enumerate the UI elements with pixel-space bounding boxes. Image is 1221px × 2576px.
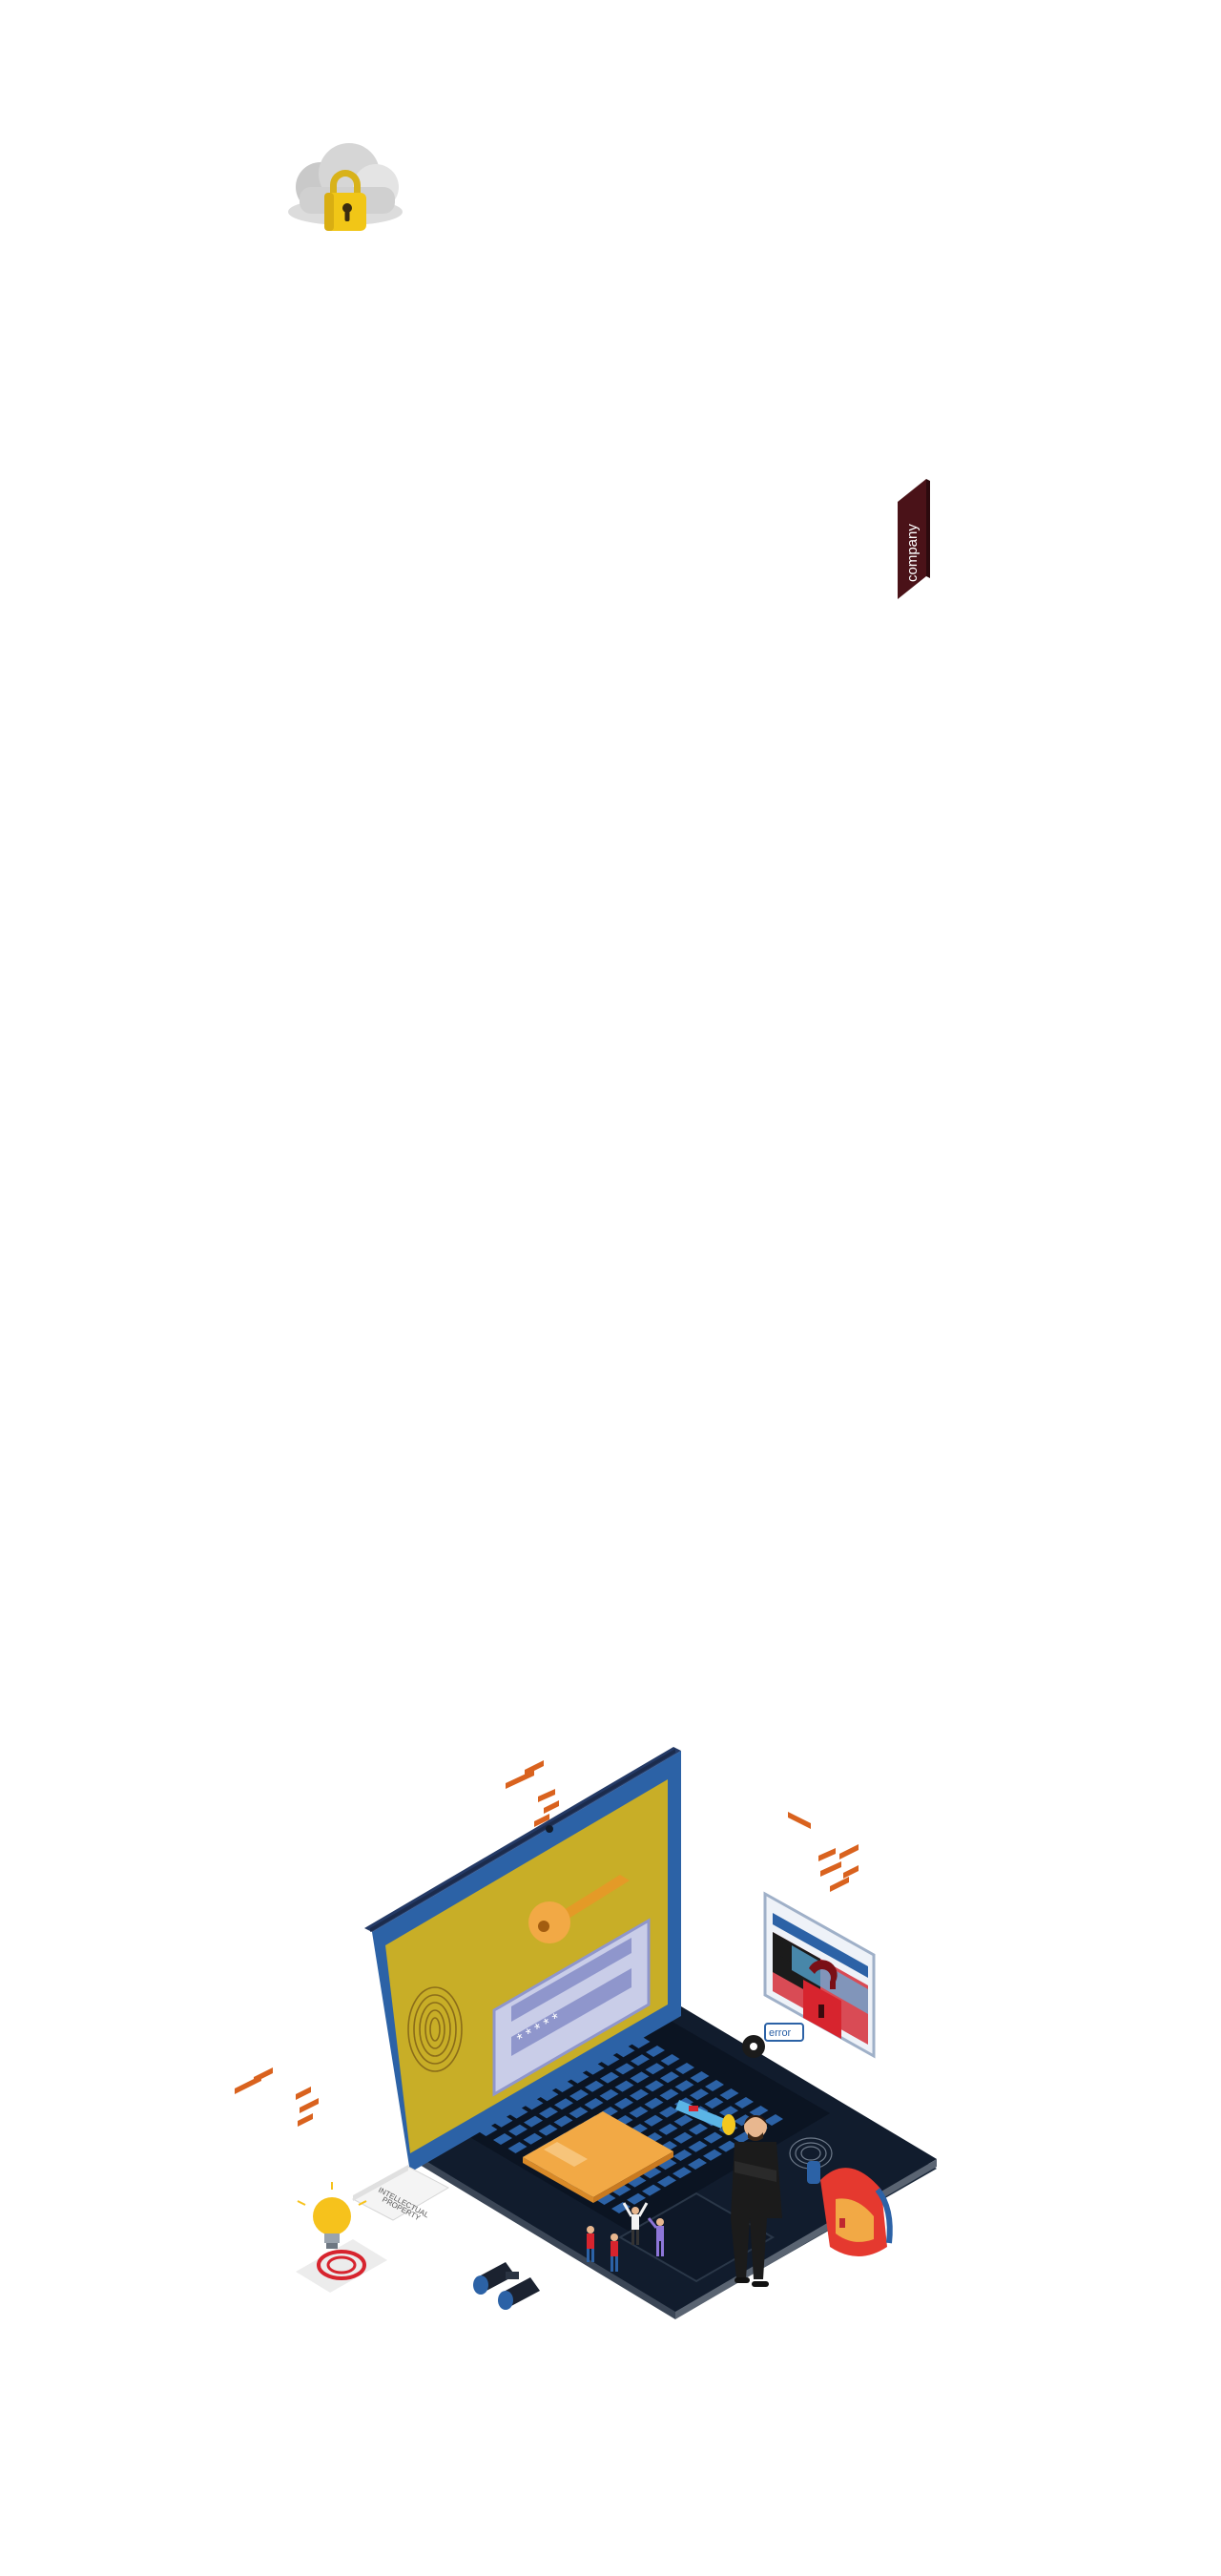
keyboard-key: [690, 2088, 709, 2101]
copyright-icon: [296, 2239, 387, 2293]
brick-wall-icon: [235, 1760, 859, 2127]
keyboard-key: [658, 2123, 678, 2135]
keyboard-key: [659, 2088, 679, 2101]
keyboard-key: [627, 2175, 647, 2188]
keyboard-key: [673, 2114, 693, 2127]
keyboard-key: [493, 2115, 513, 2128]
keyboard-key: [569, 2089, 589, 2101]
company-tag: company: [898, 479, 930, 599]
keyboard-key: [599, 2088, 619, 2101]
person-figure: [622, 2202, 649, 2245]
keyboard-key: [644, 2114, 663, 2127]
keyboard-key: [630, 2088, 649, 2101]
padlock-icon: [803, 1960, 841, 2039]
keyboard-key: [629, 2106, 649, 2118]
keyboard-key: [585, 2080, 604, 2092]
keyboard-key: [673, 2131, 693, 2144]
person-figure: [610, 2233, 618, 2272]
keyboard-key: [627, 2192, 646, 2205]
keyboard-key: [630, 2071, 650, 2084]
keyboard-key: [596, 2193, 616, 2205]
keyboard-key: [764, 2114, 783, 2126]
keyboard-key: [508, 2124, 528, 2136]
keyboard-key: [615, 2046, 635, 2058]
keyboard-key: [690, 2071, 710, 2083]
keyboard-key: [524, 2098, 544, 2110]
keyboard-key: [524, 2115, 543, 2128]
keyboard-key: [703, 2149, 722, 2161]
keyboard-key: [703, 2131, 723, 2144]
keyboard-key: [673, 2167, 692, 2179]
keyboard-key: [554, 2098, 573, 2110]
keyboard-key: [569, 2071, 590, 2084]
light-bulb-icon: [297, 2182, 367, 2249]
keyboard-key: [675, 2063, 694, 2074]
keyboard-key: [719, 2106, 738, 2118]
keyboard-key: [705, 2080, 724, 2091]
keyboard-key: [642, 2184, 661, 2196]
keyboard-key: [553, 2115, 573, 2128]
keyboard-key: [539, 2089, 559, 2102]
spy-figure: [731, 2115, 782, 2287]
flashlight-icon: [675, 2100, 735, 2135]
keyboard-key: [600, 2054, 620, 2067]
binoculars-icon: [473, 2262, 540, 2310]
keyboard-key: [735, 2097, 754, 2109]
keyboard-key: [611, 2184, 631, 2196]
keyboard-key: [657, 2158, 677, 2171]
certificate: INTELLECTUAL PROPERTY: [351, 2165, 450, 2223]
keyboard-key: [645, 2063, 665, 2075]
keyboard-key: [673, 2150, 693, 2161]
keyboard-key: [642, 2167, 662, 2179]
fingerprint-icon: [407, 1986, 463, 2072]
keyboard-key: [718, 2140, 737, 2152]
person-figure: [647, 2217, 664, 2256]
keyboard-key: [719, 2088, 739, 2100]
keyboard-key: [478, 2125, 498, 2136]
keyboard-key: [660, 2054, 680, 2066]
keyboard-key: [631, 2054, 650, 2067]
cloud-lock-icon: [288, 143, 403, 231]
keyboard-key: [674, 2080, 694, 2092]
keyboard-key: [657, 2175, 676, 2188]
keyboard-key: [584, 2098, 604, 2109]
keyboard-key: [600, 2071, 619, 2084]
keyboard-key: [508, 2107, 528, 2119]
keyboard-key: [749, 2106, 769, 2117]
keyboard-key: [645, 2080, 664, 2092]
browser-lock-icon: error: [742, 1891, 876, 2059]
keyboard-key: [569, 2107, 589, 2119]
key-icon: [528, 1875, 630, 1943]
keyboard-key: [585, 2063, 605, 2075]
keyboard-key: [688, 2158, 707, 2170]
person-figure: [587, 2226, 594, 2262]
keyboard-key: [539, 2107, 558, 2119]
keyboard-key: [646, 2046, 665, 2057]
keyboard-key: [493, 2133, 512, 2145]
backpack-icon: [807, 2161, 893, 2256]
keyboard-key: [688, 2140, 708, 2152]
folder-icon: [523, 2111, 673, 2203]
keyboard-key: [644, 2097, 664, 2109]
keyboard-key: [507, 2142, 528, 2153]
keyboard-key: [614, 2097, 633, 2109]
security-scene: * * * * * error: [235, 1747, 937, 2319]
company-label: company: [904, 524, 921, 582]
keyboard-key: [689, 2123, 708, 2135]
keyboard-key: [538, 2124, 558, 2136]
keyboard-key: [615, 2063, 634, 2075]
keyboard-key: [660, 2071, 679, 2084]
keyboard-key: [614, 2080, 634, 2092]
password-dialog: * * * * *: [492, 1918, 651, 2097]
keyboard-key: [659, 2106, 678, 2118]
keyboard-key: [523, 2132, 543, 2145]
keyboard-key: [704, 2097, 724, 2109]
keyboard-key: [554, 2081, 574, 2092]
browser-error-label: error: [769, 2027, 792, 2039]
keyboard-key: [631, 2037, 651, 2048]
